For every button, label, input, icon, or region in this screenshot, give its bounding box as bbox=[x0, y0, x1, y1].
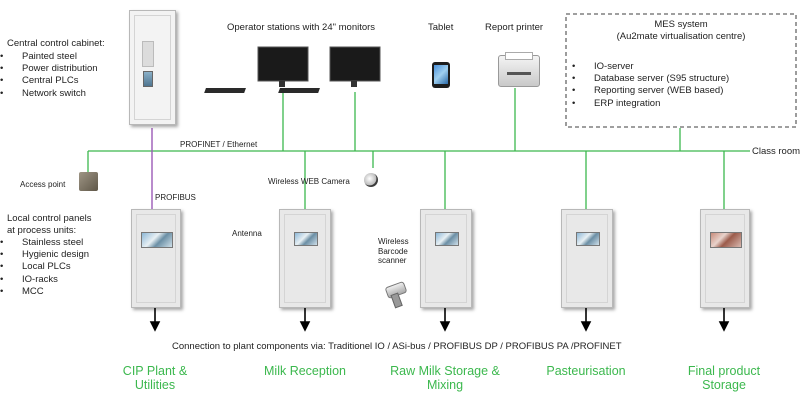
local-panel-feature: Stainless steel bbox=[0, 237, 89, 249]
local-panel-raw-milk bbox=[420, 209, 472, 308]
local-panel-milk-reception bbox=[279, 209, 331, 308]
tablet-label: Tablet bbox=[428, 22, 454, 33]
operator-stations-label: Operator stations with 24" monitors bbox=[227, 22, 376, 33]
cabinet-panel bbox=[142, 41, 154, 67]
central-control-cabinet bbox=[129, 10, 176, 125]
mes-feature: ERP integration bbox=[572, 98, 729, 110]
hmi-screen bbox=[710, 232, 742, 248]
mes-feature: Database server (S95 structure) bbox=[572, 73, 729, 85]
local-panel-final-storage bbox=[700, 209, 750, 308]
mes-subtitle: (Au2mate virtualisation centre) bbox=[616, 31, 746, 42]
local-panel-feature: IO-racks bbox=[0, 274, 89, 286]
cabinet-feature: Power distribution bbox=[0, 63, 97, 75]
mes-feature: IO-server bbox=[572, 61, 729, 73]
report-printer-label: Report printer bbox=[485, 22, 544, 33]
mes-box bbox=[565, 13, 797, 128]
hmi-screen bbox=[435, 232, 459, 246]
connection-label: Connection to plant components via: Trad… bbox=[172, 341, 622, 352]
network-switch-icon bbox=[143, 71, 153, 87]
mes-feature: Reporting server (WEB based) bbox=[572, 85, 729, 97]
antenna-label: Antenna bbox=[232, 229, 262, 238]
cabinet-features: Painted steel Power distribution Central… bbox=[0, 51, 98, 100]
local-panels-title: Local control panels bbox=[7, 213, 92, 224]
barcode-scanner-label: Wireless Barcode scanner bbox=[378, 237, 409, 266]
cabinet-feature: Painted steel bbox=[0, 51, 98, 63]
unit-label-cip: CIP Plant & Utilities bbox=[122, 364, 188, 393]
mes-features: IO-server Database server (S95 structure… bbox=[572, 61, 729, 110]
local-panel-feature: MCC bbox=[0, 286, 89, 298]
local-panel-features: Stainless steel Hygienic design Local PL… bbox=[0, 237, 89, 298]
local-panel-feature: Local PLCs bbox=[0, 261, 89, 273]
access-point-icon bbox=[79, 172, 98, 191]
profinet-label: PROFINET / Ethernet bbox=[180, 140, 258, 149]
local-panel-cip bbox=[131, 209, 181, 308]
local-panel-pasteurisation bbox=[561, 209, 613, 308]
profibus-label: PROFIBUS bbox=[155, 193, 196, 202]
local-panels-subtitle: at process units: bbox=[7, 225, 77, 236]
classroom-label: Class room bbox=[752, 146, 801, 157]
tablet-icon bbox=[432, 62, 450, 88]
unit-label-raw-milk: Raw Milk Storage & Mixing bbox=[390, 364, 500, 393]
plant-connection-arrows bbox=[149, 307, 730, 332]
cabinet-title: Central control cabinet: bbox=[7, 38, 105, 49]
cabinet-feature: Central PLCs bbox=[0, 75, 98, 87]
hmi-screen bbox=[141, 232, 173, 248]
unit-label-milk-reception: Milk Reception bbox=[264, 364, 346, 378]
unit-label-pasteurisation: Pasteurisation bbox=[546, 364, 626, 378]
cabinet-feature: Network switch bbox=[0, 88, 98, 100]
access-point-label: Access point bbox=[20, 180, 66, 189]
hmi-screen bbox=[294, 232, 318, 246]
printer-icon bbox=[498, 52, 540, 87]
mes-title: MES system bbox=[654, 19, 708, 30]
web-camera-icon bbox=[364, 173, 378, 187]
camera-label: Wireless WEB Camera bbox=[268, 177, 350, 186]
hmi-screen bbox=[576, 232, 600, 246]
local-panel-feature: Hygienic design bbox=[0, 249, 89, 261]
unit-label-final-storage: Final product Storage bbox=[687, 364, 761, 393]
